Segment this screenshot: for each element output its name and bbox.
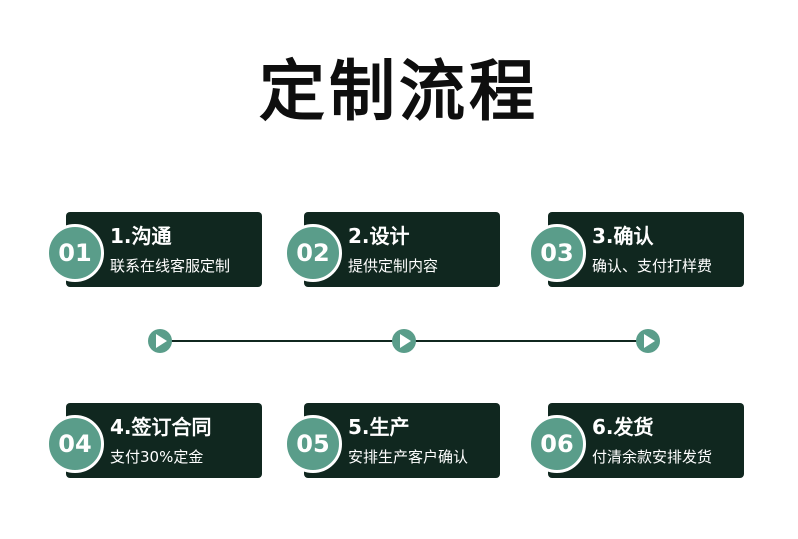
page-title: 定制流程 xyxy=(259,53,539,130)
step-04: 04 4.签订合同 支付30%定金 xyxy=(46,403,281,478)
step-description: 提供定制内容 xyxy=(348,257,439,275)
step-title: 4.签订合同 xyxy=(110,415,212,439)
step-description: 付清余款安排发货 xyxy=(592,448,713,466)
step-description: 联系在线客服定制 xyxy=(110,257,231,275)
step-02: 02 2.设计 提供定制内容 xyxy=(284,212,519,287)
step-description: 支付30%定金 xyxy=(110,448,204,466)
play-icon xyxy=(148,329,172,353)
step-title: 6.发货 xyxy=(592,415,654,439)
step-number-badge: 01 xyxy=(46,224,104,282)
step-description: 确认、支付打样费 xyxy=(592,257,713,275)
step-number-badge: 05 xyxy=(284,415,342,473)
step-number-badge: 04 xyxy=(46,415,104,473)
step-06: 06 6.发货 付清余款安排发货 xyxy=(528,403,763,478)
step-05: 05 5.生产 安排生产客户确认 xyxy=(284,403,519,478)
step-title: 1.沟通 xyxy=(110,224,172,248)
play-icon xyxy=(636,329,660,353)
step-title: 3.确认 xyxy=(592,224,654,248)
step-number-badge: 02 xyxy=(284,224,342,282)
step-description: 安排生产客户确认 xyxy=(348,448,469,466)
step-title: 2.设计 xyxy=(348,224,410,248)
step-number-badge: 03 xyxy=(528,224,586,282)
play-icon xyxy=(392,329,416,353)
step-01: 01 1.沟通 联系在线客服定制 xyxy=(46,212,281,287)
step-03: 03 3.确认 确认、支付打样费 xyxy=(528,212,763,287)
step-number-badge: 06 xyxy=(528,415,586,473)
step-title: 5.生产 xyxy=(348,415,410,439)
